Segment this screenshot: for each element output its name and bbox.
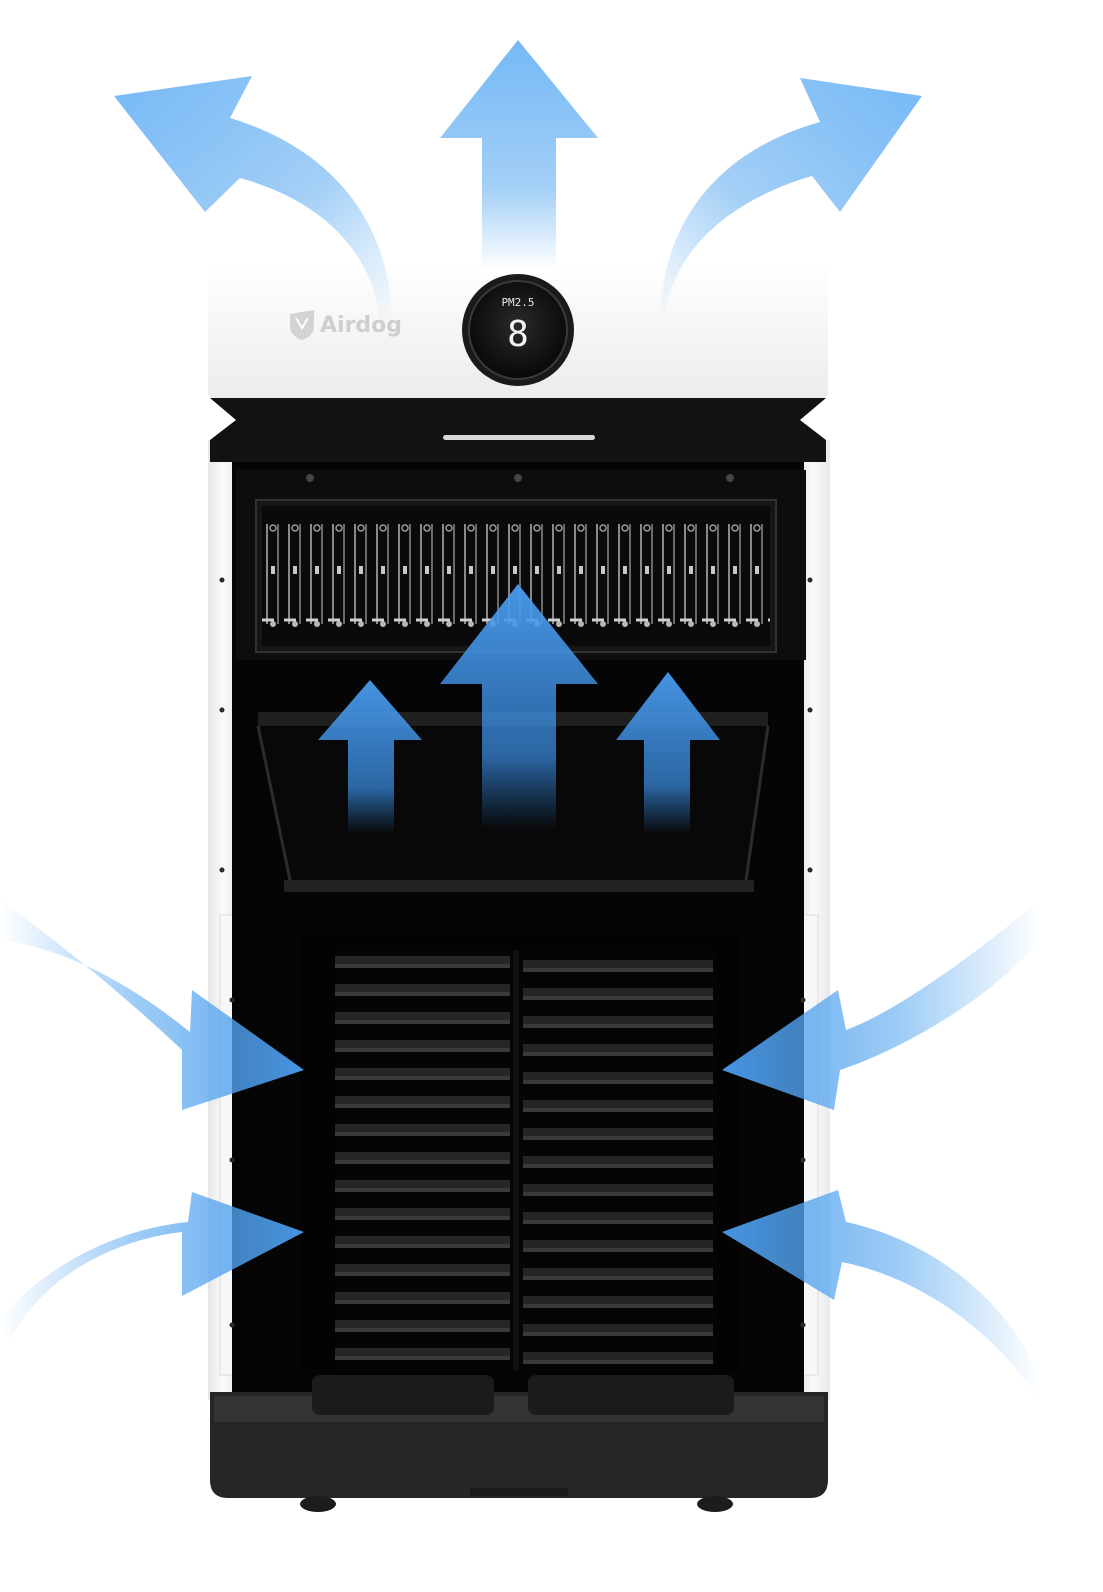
wheel-right (697, 1496, 733, 1512)
airflow-arrow-icon (440, 40, 598, 270)
airflow-arrow-icon (440, 584, 598, 830)
purifier-body: Airdog PM2.5 8 (208, 262, 830, 1512)
airflow-arrow-icon (722, 1190, 1040, 1400)
airflow-arrow-icon (722, 900, 1040, 1110)
shield-icon (290, 310, 314, 340)
airflow-arrow-icon (318, 680, 422, 834)
airflow-arrow-icon (114, 76, 392, 320)
pm-label: PM2.5 (501, 296, 534, 309)
pm-value: 8 (507, 314, 529, 355)
airflow-arrows (0, 40, 1040, 1400)
wheel-left (300, 1496, 336, 1512)
centrifugal-fan (300, 930, 740, 1370)
airflow-arrow-icon (0, 1192, 304, 1340)
display-dial[interactable]: PM2.5 8 (462, 274, 574, 386)
airflow-arrow-icon (660, 78, 922, 320)
airflow-arrow-icon (616, 672, 720, 834)
airflow-arrow-icon (0, 900, 304, 1110)
